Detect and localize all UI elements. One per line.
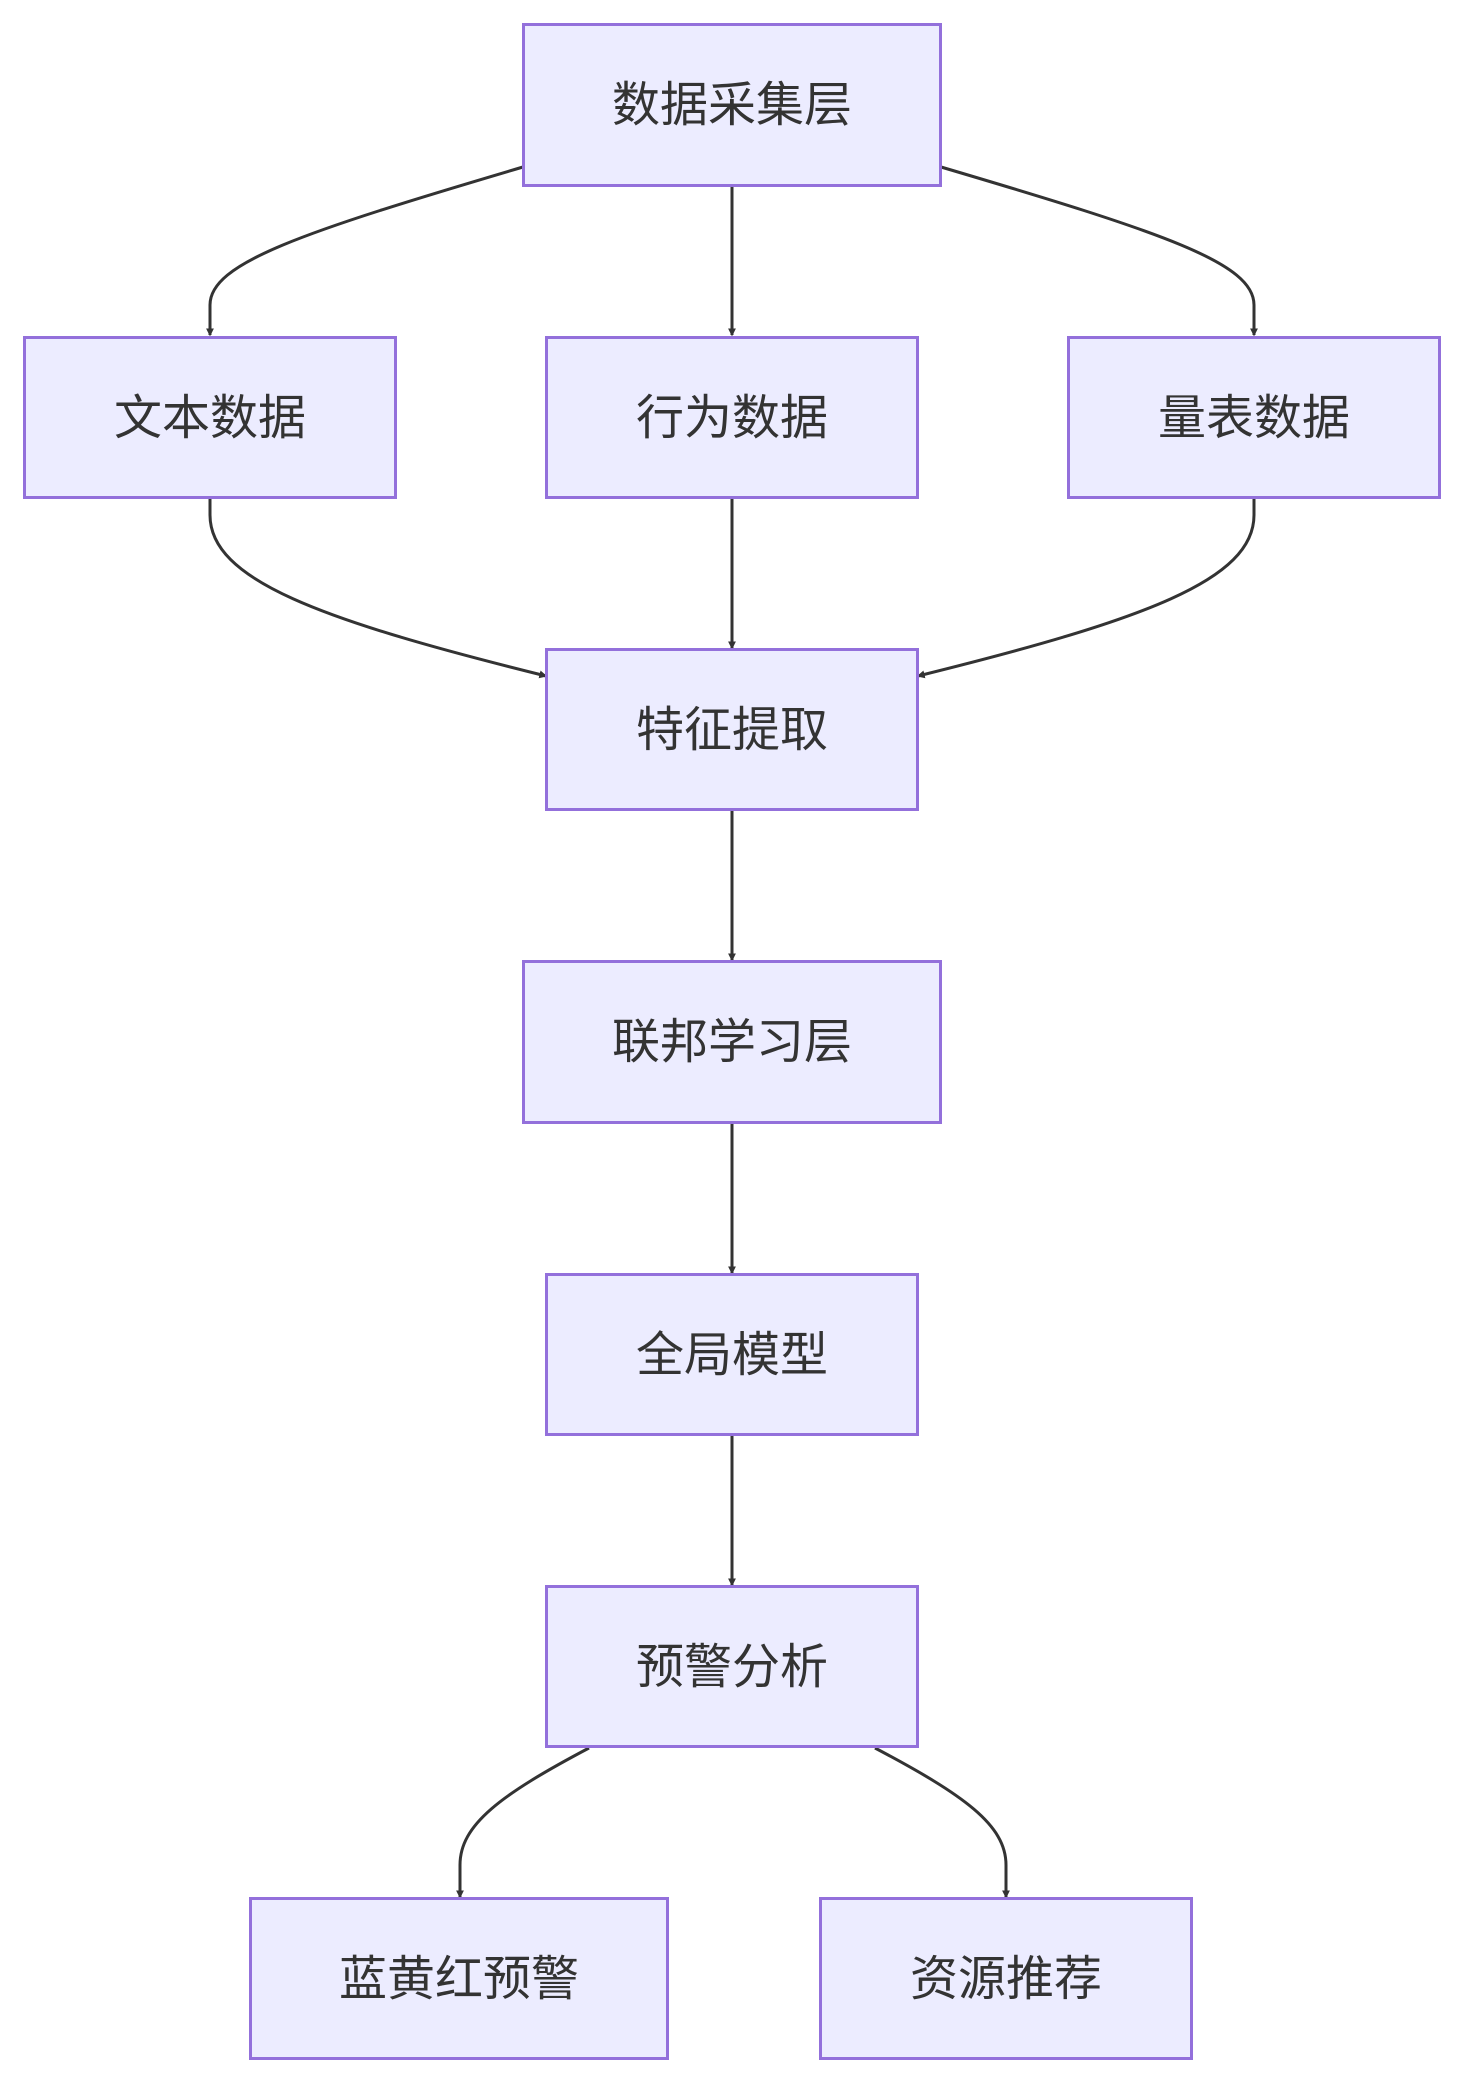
edge-text-data-to-feature-extraction <box>208 499 548 679</box>
edge-scale-data-to-feature-extraction <box>916 499 1256 679</box>
edge-warning-analysis-to-tiered-warning <box>456 1746 590 1899</box>
edge-data-collection-to-text-data <box>206 165 524 337</box>
node-blue-yellow-red-warning: 蓝黄红预警 <box>249 1897 669 2060</box>
edge-data-collection-to-scale-data <box>940 165 1258 337</box>
node-scale-data: 量表数据 <box>1067 336 1441 499</box>
node-global-model: 全局模型 <box>545 1273 919 1436</box>
node-resource-recommendation: 资源推荐 <box>819 1897 1193 2060</box>
node-data-collection-layer: 数据采集层 <box>522 23 942 187</box>
node-warning-analysis: 预警分析 <box>545 1585 919 1748</box>
node-behavior-data: 行为数据 <box>545 336 919 499</box>
edge-warning-analysis-to-resource-recommendation <box>874 1746 1010 1899</box>
node-text-data: 文本数据 <box>23 336 397 499</box>
node-feature-extraction: 特征提取 <box>545 648 919 811</box>
node-federated-learning-layer: 联邦学习层 <box>522 960 942 1124</box>
